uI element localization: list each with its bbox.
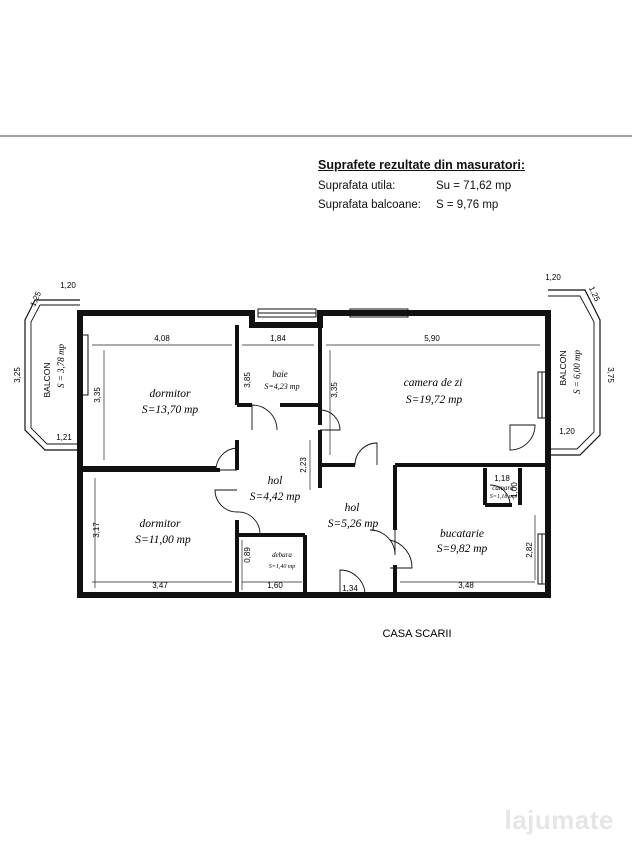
room-camera-name: camera de zi [404, 377, 463, 389]
left-balcony-outline [24, 299, 80, 451]
right-balcony-area: S = 6,00 mp [572, 349, 582, 394]
summary-title: Suprafete rezultate din masuratori: [318, 158, 525, 172]
room-dormitor2-name: dormitor [140, 518, 181, 530]
dim-317: 3,17 [92, 522, 101, 538]
room-baie-area: S=4,23 mp [264, 382, 299, 391]
watermark: lajumate [504, 805, 614, 835]
interior-walls [82, 325, 548, 595]
dim-184: 1,84 [270, 334, 286, 343]
summary-value: S = 9,76 mp [436, 199, 499, 211]
dim-right-balcony-120: 1,20 [545, 273, 561, 282]
summary-row-balconies: Suprafata balcoane: S = 9,76 mp [318, 199, 558, 218]
dim-right-balcony-120b: 1,20 [559, 427, 575, 436]
room-camara-name: camara [492, 484, 514, 492]
left-balcony-label: BALCON [42, 363, 52, 398]
dim-left-balcony-121: 1,21 [56, 433, 72, 442]
dim-134: 1,34 [342, 584, 358, 593]
summary-row-useful: Suprafata utila: Su = 71,62 mp [318, 180, 558, 199]
dim-100: 1,00 [510, 482, 519, 498]
room-hol1-name: hol [268, 475, 283, 487]
left-balcony-area: S = 3,78 mp [56, 343, 66, 388]
right-balcony-label: BALCON [558, 351, 568, 386]
room-hol2-area: S=5,26 mp [328, 518, 379, 530]
room-debara-area: S=1,40 mp [269, 563, 295, 570]
dim-left-balcony-120: 1,20 [60, 281, 76, 290]
right-balcony-outline [548, 289, 601, 456]
dim-089: 0,89 [243, 547, 252, 563]
dim-118: 1,18 [494, 474, 510, 483]
room-baie-name: baie [272, 369, 288, 379]
dim-335b: 3,35 [330, 382, 339, 398]
windows [79, 308, 547, 585]
doors [214, 404, 536, 596]
dim-347: 3,47 [152, 581, 168, 590]
dim-160: 1,60 [267, 581, 283, 590]
room-bucatarie-name: bucatarie [440, 528, 484, 540]
dim-335a: 3,35 [93, 387, 102, 403]
dimension-lines [92, 344, 540, 590]
dim-left-balcony-325: 3,25 [13, 367, 22, 383]
room-camera-area: S=19,72 mp [406, 394, 463, 406]
dim-385: 3,85 [243, 372, 252, 388]
surface-summary: Suprafete rezultate din masuratori: Supr… [318, 158, 558, 218]
stairwell-label: CASA SCARII [382, 628, 451, 640]
room-dormitor1-name: dormitor [150, 388, 191, 400]
room-hol2-name: hol [345, 502, 360, 514]
room-dormitor2-area: S=11,00 mp [135, 534, 191, 546]
room-dormitor1-area: S=13,70 mp [142, 404, 199, 416]
dim-right-balcony-375: 3,75 [606, 367, 615, 383]
dim-348: 3,48 [458, 581, 474, 590]
room-debara-name: debara [272, 551, 292, 559]
summary-value: Su = 71,62 mp [436, 180, 512, 192]
dim-408: 4,08 [154, 334, 170, 343]
room-camara-area: S=1,18 mp [490, 494, 516, 500]
room-bucatarie-area: S=9,82 mp [437, 543, 488, 555]
dim-590: 5,90 [424, 334, 440, 343]
dim-223: 2,23 [299, 457, 308, 473]
room-hol1-area: S=4,42 mp [250, 491, 301, 503]
summary-label: Suprafata utila: [318, 180, 396, 192]
dim-282: 2,82 [525, 542, 534, 558]
dim-right-balcony-125: 1,25 [587, 285, 602, 303]
summary-label: Suprafata balcoane: [318, 199, 421, 211]
